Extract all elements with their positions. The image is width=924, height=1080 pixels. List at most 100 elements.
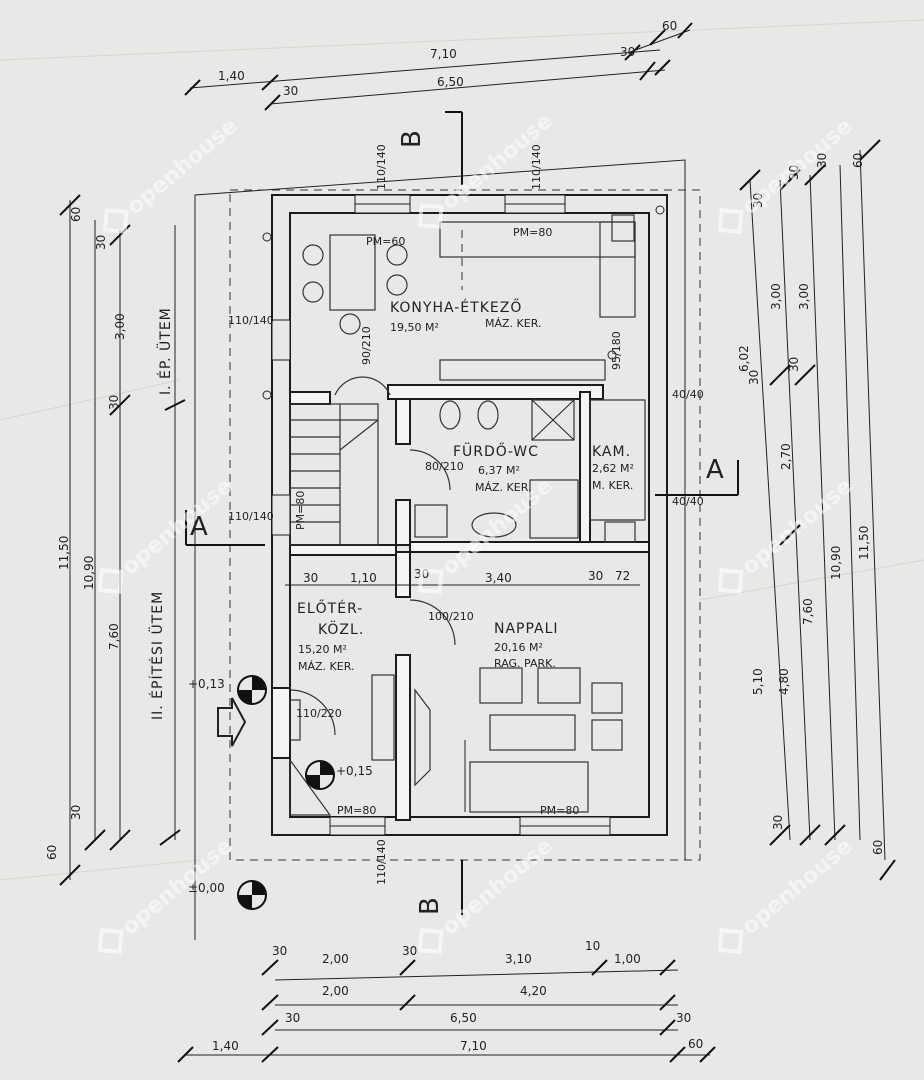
interior-dimensions: 30 1,10 30 3,40 30 72 (285, 567, 640, 586)
dim-label: 30 (94, 235, 108, 250)
opening-dim: 110/140 (228, 510, 274, 523)
plot-boundary (194, 159, 701, 940)
right-dimensions: 60 30 30 30 3,00 3,00 6,02 30 2,70 30 11… (737, 153, 885, 855)
room-area: 6,37 M² (478, 464, 520, 477)
dim-label: 30 (283, 84, 298, 98)
dim-label: 30 (303, 571, 318, 585)
outer-walls (271, 194, 668, 836)
dim-label: 60 (662, 19, 677, 33)
dim-label: 4,80 (777, 668, 791, 695)
dim-label: 7,10 (430, 47, 457, 61)
opening-dim: 40/40 (672, 495, 704, 508)
room-labels: KONYHA-ÉTKEZŐ 19,50 M² MÁZ. KER. FÜRDŐ-W… (297, 298, 634, 673)
dim-label: 3,00 (797, 283, 811, 310)
stage-label-second: II. ÉPÍTÉSI ÜTEM (148, 591, 166, 720)
room-name: FÜRDŐ-WC (453, 442, 539, 460)
room-finish: MÁZ. KER. (475, 481, 531, 494)
watermark-text: openhouse (437, 834, 557, 941)
watermark-logo: openhouse (717, 114, 858, 234)
section-letter: B (397, 130, 427, 148)
dim-label: 7,60 (107, 623, 121, 650)
watermark-text: openhouse (117, 474, 237, 581)
room-area: 20,16 M² (494, 641, 543, 654)
dim-label: 30 (787, 357, 801, 372)
stage-label-first: I. ÉP. ÜTEM (156, 307, 174, 395)
level-markers (237, 675, 335, 910)
dim-label: 7,60 (801, 598, 815, 625)
dim-label: 72 (615, 569, 630, 583)
dim-label: 30 (107, 395, 121, 410)
dim-label: 2,00 (322, 984, 349, 998)
dim-label: 60 (688, 1037, 703, 1051)
living-room-furniture (409, 599, 623, 813)
room-name: KONYHA-ÉTKEZŐ (390, 298, 522, 316)
dim-label: 3,00 (769, 283, 783, 310)
watermark-logo: openhouse (717, 474, 858, 594)
entrance-furniture (289, 674, 395, 816)
level-label: +0,15 (336, 764, 373, 778)
opening-dim: 40/40 (672, 388, 704, 401)
dim-label: 1,40 (218, 69, 245, 83)
dim-label: 10 (585, 939, 600, 953)
dim-label: 30 (588, 569, 603, 583)
opening-dim: 80/210 (425, 460, 464, 473)
dimension-ticks (59, 22, 896, 1063)
room-name: ELŐTÉR- (297, 599, 363, 617)
opening-dim: 110/140 (530, 144, 543, 190)
dim-label: 30 (771, 815, 785, 830)
dim-label: 4,20 (520, 984, 547, 998)
left-dimensions: 60 30 11,50 10,90 3,00 30 7,60 30 60 (45, 207, 127, 860)
window-label: PM=80 (540, 804, 579, 817)
opening-dim: 90/210 (360, 326, 373, 365)
window-label: PM=60 (366, 235, 405, 248)
opening-dim: 110/220 (296, 707, 342, 720)
dim-label: 6,02 (737, 345, 751, 372)
dim-label: 1,40 (212, 1039, 239, 1053)
room-finish: MÁZ. KER. (298, 660, 354, 673)
dim-label: 30 (787, 165, 801, 180)
dim-label: 3,00 (113, 313, 127, 340)
dim-label: 60 (851, 153, 865, 168)
room-name: NAPPALI (494, 621, 559, 637)
dim-label: 30 (676, 1011, 691, 1025)
dim-label: 6,50 (437, 75, 464, 89)
room-finish: RAG. PARK. (494, 657, 556, 670)
entrance-arrow-icon (217, 697, 247, 747)
room-area: 2,62 M² (592, 462, 634, 475)
dim-label: 3,10 (505, 952, 532, 966)
opening-dim: 110/140 (375, 839, 388, 885)
corner-markers (262, 205, 665, 400)
staircase (289, 403, 379, 546)
watermark-logo: openhouse (97, 474, 238, 594)
opening-dim: 110/140 (228, 314, 274, 327)
room-name: KAM. (592, 444, 631, 460)
section-letter: A (190, 512, 208, 542)
room-finish: MÁZ. KER. (485, 317, 541, 330)
interior-walls (271, 384, 650, 821)
watermark-text: openhouse (737, 834, 857, 941)
dim-label: 30 (751, 193, 765, 208)
watermark-logo: openhouse (102, 114, 243, 234)
room-area: 19,50 M² (390, 321, 439, 334)
opening-dim-labels: 110/140 110/140 110/140 110/140 90/210 1… (228, 144, 704, 885)
room-area: 15,20 M² (298, 643, 347, 656)
dim-label: 60 (45, 845, 59, 860)
dim-label: 30 (69, 805, 83, 820)
dim-label: 60 (871, 840, 885, 855)
watermark-text: openhouse (122, 114, 242, 221)
dimension-lines (69, 29, 886, 1056)
dim-label: 6,50 (450, 1011, 477, 1025)
section-letter: A (706, 455, 724, 485)
dim-label: 2,00 (322, 952, 349, 966)
opening-dim: 110/140 (375, 144, 388, 190)
dim-label: 30 (620, 45, 635, 59)
watermark-logo: openhouse (97, 834, 238, 954)
section-letters: B B A A (190, 130, 724, 915)
dim-label: 7,10 (460, 1039, 487, 1053)
dim-label: 2,70 (779, 443, 793, 470)
windows (271, 194, 611, 836)
bottom-dimensions: 30 2,00 30 3,10 10 1,00 2,00 4,20 30 6,5… (212, 939, 703, 1053)
dim-label: 10,90 (829, 546, 843, 580)
dim-label: 5,10 (751, 668, 765, 695)
